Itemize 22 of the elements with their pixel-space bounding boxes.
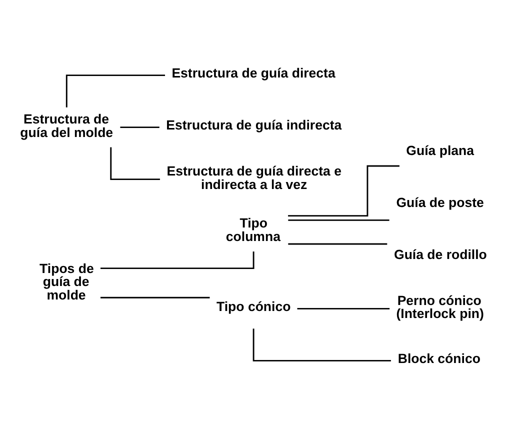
- connector: [252, 328, 390, 361]
- node-text: Estructura de guía del molde: [20, 111, 113, 140]
- node-text: Tipos de guía de molde: [39, 260, 94, 302]
- node-text: Estructura de guía directa e indirecta a la vez: [166, 163, 341, 192]
- connector: [100, 251, 254, 269]
- connector: [110, 146, 160, 180]
- node-text: Perno cónico (Interlock pin): [396, 292, 484, 321]
- node-text: Tipo columna: [225, 215, 280, 244]
- connector: [100, 296, 210, 298]
- node-text: Estructura de guía directa: [171, 65, 335, 80]
- connector: [288, 219, 389, 220]
- node-text: Guía plana: [406, 142, 474, 158]
- node-text: Block cónico: [397, 350, 480, 366]
- node-text: Estructura de guía indirecta: [166, 117, 342, 132]
- connector: [288, 164, 399, 216]
- connector: [65, 74, 165, 107]
- node-text: Guía de rodillo: [394, 246, 486, 262]
- connector: [296, 307, 390, 309]
- connector: [288, 242, 387, 244]
- node-text: Guía de poste: [396, 194, 484, 210]
- node-text: Tipo cónico: [216, 298, 290, 314]
- connector: [120, 126, 159, 128]
